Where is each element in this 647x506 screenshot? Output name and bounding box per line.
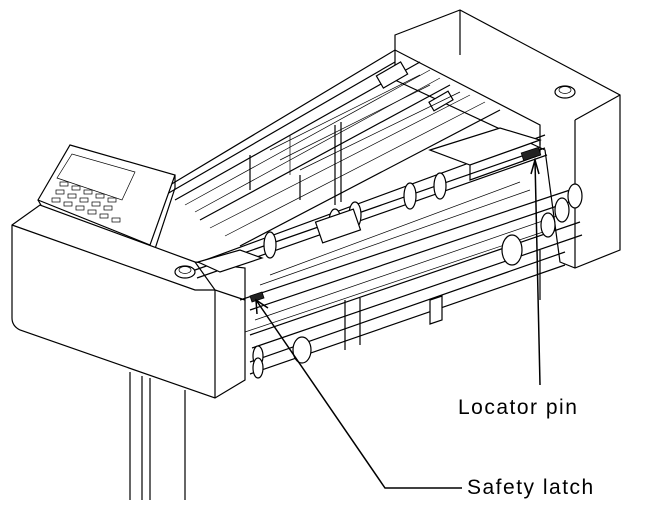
bed-bracket [429,295,443,325]
locator-pin-label: Locator pin [458,396,579,419]
safety-latch-leader-line [255,299,462,489]
keypad-buttons [51,181,121,223]
safety-latch-label: Safety latch [467,476,595,499]
machine-legs [129,250,541,500]
locator-pin-leader-line [534,159,541,386]
latch-block [196,249,265,303]
locator-block [428,127,542,181]
frame-posts [249,122,342,205]
safety-latch-arrowhead [255,298,269,315]
upper-frame [159,49,541,247]
lower-rollers [249,183,583,379]
locator-pin-arrowhead [530,157,540,175]
